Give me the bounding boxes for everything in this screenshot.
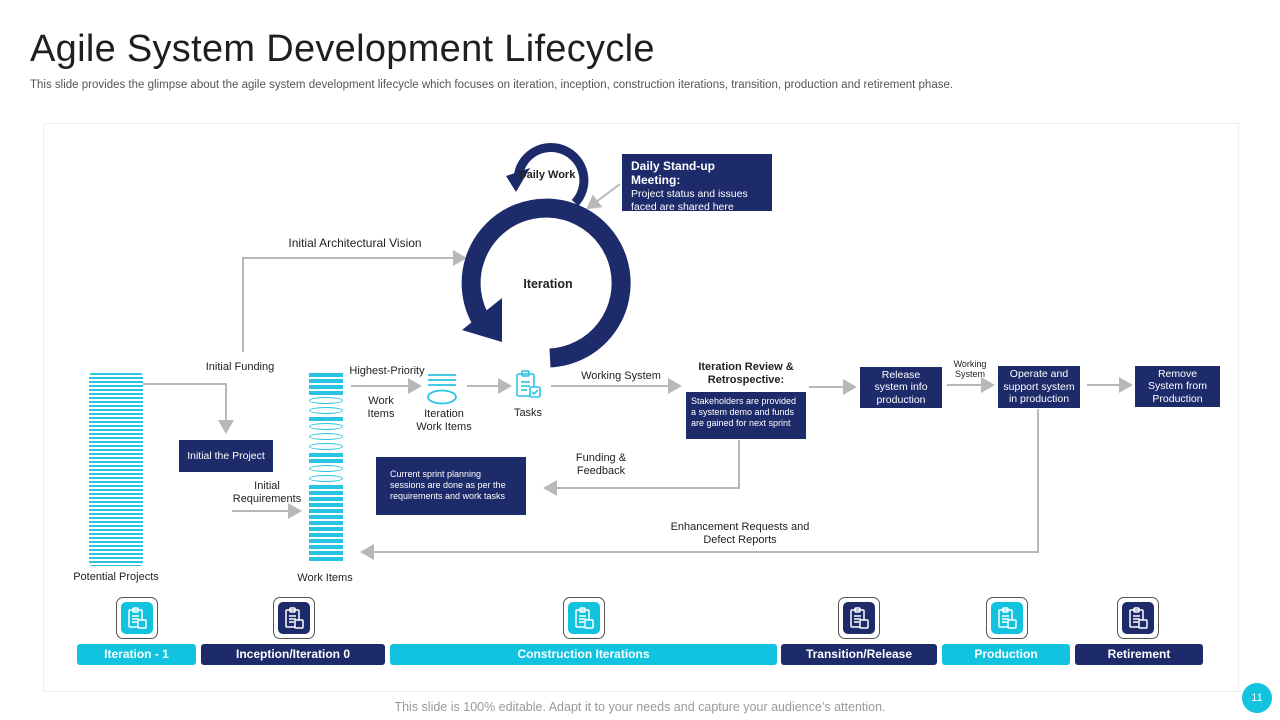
work-item-line: [309, 503, 343, 507]
architectural-vision-label: Initial Architectural Vision: [288, 236, 422, 250]
phase-bar-3: Construction Iterations: [390, 644, 777, 665]
tasks-label: Tasks: [513, 407, 543, 419]
working-system-2-label: Working System: [953, 359, 987, 379]
work-item-line: [309, 527, 343, 531]
iteration-work-items-icon: [427, 373, 457, 405]
initial-funding-label: Initial Funding: [205, 361, 275, 373]
phase-bar-5: Production: [942, 644, 1070, 665]
phase-bar-2: Inception/Iteration 0: [201, 644, 385, 665]
iteration-work-items-label: Iteration Work Items: [416, 408, 472, 433]
phase-icon-frame: [1117, 597, 1159, 639]
clipboard-icon: [991, 602, 1023, 634]
clipboard-icon: [1122, 602, 1154, 634]
standup-body: Project status and issues faced are shar…: [631, 188, 748, 213]
enhancement-label: Enhancement Requests and Defect Reports: [670, 521, 810, 546]
clipboard-icon: [843, 602, 875, 634]
standup-meeting-box: Daily Stand-up Meeting: Project status a…: [622, 154, 772, 213]
work-item-line: [309, 379, 343, 383]
page-title: Agile System Development Lifecycle: [30, 28, 655, 70]
work-item-line: [309, 491, 343, 495]
working-system-label: Working System: [581, 370, 661, 382]
work-item-ellipse: [309, 407, 343, 414]
sprint-planning-box: Current sprint planning sessions are don…: [376, 457, 526, 515]
highest-priority-label: Highest-Priority: [349, 365, 425, 377]
clipboard-icon: [278, 602, 310, 634]
potential-projects-stack: [89, 373, 143, 566]
work-item-line: [309, 497, 343, 501]
work-item-line: [309, 385, 343, 389]
iteration-review-box: Stakeholders are provided a system demo …: [686, 392, 806, 439]
work-items-small-label: Work Items: [367, 395, 395, 420]
work-item-ellipse: [309, 423, 343, 430]
work-items-stack: [309, 373, 343, 568]
operate-system-box: Operate and support system in production: [998, 366, 1080, 408]
work-item-line: [309, 459, 343, 463]
work-item-ellipse: [309, 475, 343, 482]
phase-icon-frame: [986, 597, 1028, 639]
phase-icon-frame: [838, 597, 880, 639]
work-item-line: [309, 485, 343, 489]
phase-icon-frame: [116, 597, 158, 639]
initial-requirements-label: Initial Requirements: [232, 480, 302, 505]
work-item-line: [309, 373, 343, 377]
work-item-line: [309, 533, 343, 537]
phase-icon-frame: [563, 597, 605, 639]
phase-bar-1: Iteration - 1: [77, 644, 196, 665]
work-item-ellipse: [309, 443, 343, 450]
clipboard-icon: [568, 602, 600, 634]
work-item-line: [309, 545, 343, 549]
work-item-line: [309, 521, 343, 525]
work-item-line: [309, 539, 343, 543]
work-item-line: [309, 557, 343, 561]
work-item-line: [309, 551, 343, 555]
work-items-label: Work Items: [297, 572, 353, 584]
phase-icon-frame: [273, 597, 315, 639]
daily-work-label: Daily Work: [518, 169, 576, 181]
work-item-ellipse: [309, 465, 343, 472]
work-item-ellipse: [309, 433, 343, 440]
funding-feedback-label: Funding & Feedback: [575, 452, 627, 477]
phase-bar-4: Transition/Release: [781, 644, 937, 665]
work-item-line: [309, 391, 343, 395]
page-subtitle: This slide provides the glimpse about th…: [30, 79, 954, 91]
work-item-line: [309, 515, 343, 519]
remove-system-box: Remove System from Production: [1135, 366, 1220, 407]
phase-bar-6: Retirement: [1075, 644, 1203, 665]
work-item-ellipse: [309, 397, 343, 404]
initiate-project-box: Initial the Project: [179, 440, 273, 472]
work-item-line: [309, 417, 343, 421]
page-number: 11: [1242, 683, 1272, 713]
iteration-review-title: Iteration Review & Retrospective:: [698, 361, 794, 386]
standup-title: Daily Stand-up Meeting:: [631, 159, 716, 187]
work-item-line: [309, 453, 343, 457]
iteration-label: Iteration: [523, 277, 573, 291]
footer-note: This slide is 100% editable. Adapt it to…: [394, 700, 886, 714]
work-item-line: [309, 509, 343, 513]
potential-projects-label: Potential Projects: [73, 571, 159, 583]
release-system-box: Release system info production: [860, 367, 942, 408]
clipboard-icon: [514, 370, 542, 400]
clipboard-icon: [121, 602, 153, 634]
